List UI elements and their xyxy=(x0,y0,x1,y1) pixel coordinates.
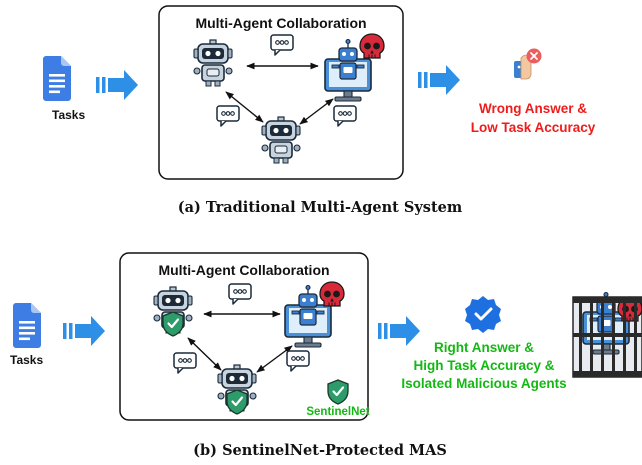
error-hand-icon xyxy=(514,48,542,80)
input-arrow xyxy=(63,316,105,346)
box-title: Multi-Agent Collaboration xyxy=(195,15,366,31)
output-arrow xyxy=(418,65,460,95)
tasks-label: Tasks xyxy=(10,353,43,367)
box-title: Multi-Agent Collaboration xyxy=(158,262,329,278)
link-arrow xyxy=(299,98,334,125)
caption: (a) Traditional Multi-Agent System xyxy=(178,199,463,216)
outcome-line: Low Task Accuracy xyxy=(471,120,596,135)
panel-b: Tasks Multi-Agent Collaboration Sentinel… xyxy=(10,252,642,459)
outcome-line: Right Answer & xyxy=(434,340,534,355)
input-arrow xyxy=(96,70,138,100)
document-icon xyxy=(43,56,71,101)
jail-icon xyxy=(572,291,642,378)
sentinelnet-label: SentinelNet xyxy=(306,406,369,418)
skull-icon xyxy=(319,281,345,307)
caption: (b) SentinelNet-Protected MAS xyxy=(193,442,447,459)
link-arrow xyxy=(225,91,264,123)
output-arrow xyxy=(378,316,420,346)
tasks-label: Tasks xyxy=(52,108,85,122)
link-arrow xyxy=(256,345,293,373)
outcome-line: Wrong Answer & xyxy=(479,101,587,116)
outcome-line: High Task Accuracy & xyxy=(413,358,554,373)
skull-icon xyxy=(359,33,385,59)
verified-badge-icon xyxy=(465,296,501,333)
outcome-line: Isolated Malicious Agents xyxy=(401,376,566,391)
link-arrow xyxy=(187,337,222,371)
panel-a: Tasks Multi-Agent Collaboration Wrong An… xyxy=(43,5,596,216)
document-icon xyxy=(13,303,41,348)
